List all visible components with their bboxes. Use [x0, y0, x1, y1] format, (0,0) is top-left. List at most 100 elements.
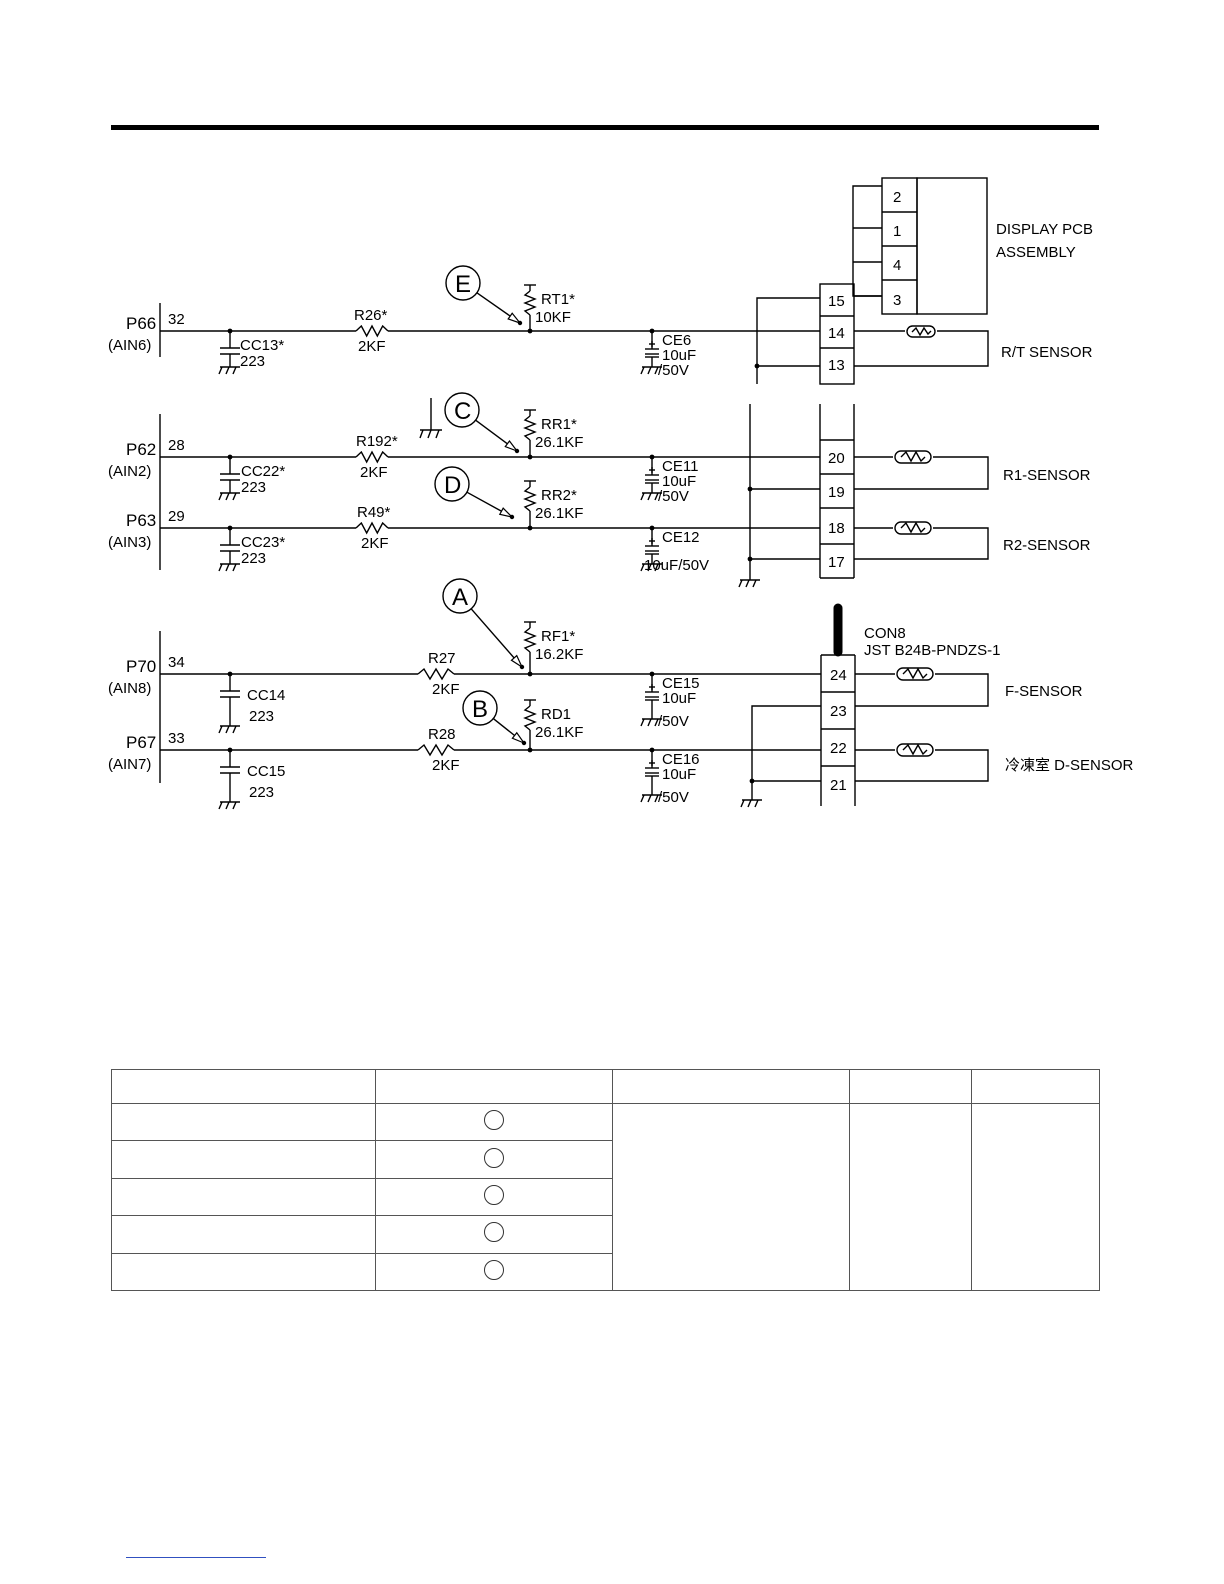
d-sensor: 冷凍室 D-SENSOR	[855, 743, 1134, 782]
table-header-cell	[375, 1069, 613, 1104]
ecap-value: 10uF	[662, 690, 696, 707]
cap-name: CC13*	[240, 337, 284, 354]
port-name: P63	[126, 511, 156, 530]
ecap-name: CE6	[662, 332, 691, 349]
table-row	[111, 1215, 1100, 1254]
channel-row: P70(AIN8)34CC14223R272KFRF1*16.2KFCE1510…	[108, 578, 821, 734]
f-sensor: F-SENSOR	[855, 667, 1083, 707]
connector-pin-label: 24	[830, 667, 847, 684]
resistor-value: 2KF	[361, 535, 389, 552]
cap-value: 223	[241, 479, 266, 496]
cap-name: CC23*	[241, 534, 285, 551]
table-header-row	[111, 1069, 1100, 1104]
table-header-cell	[971, 1069, 1100, 1104]
test-point-circle-icon	[484, 1147, 504, 1168]
port-ain: (AIN2)	[108, 463, 151, 480]
pullup-value: 10KF	[535, 309, 571, 326]
port-ain: (AIN8)	[108, 680, 151, 697]
cap-name: CC22*	[241, 463, 285, 480]
test-point-cell	[375, 1252, 613, 1292]
test-point-circle-icon	[484, 1259, 504, 1280]
table-row	[111, 1140, 1100, 1179]
table-header-cell	[849, 1069, 972, 1104]
resistor-name: R28	[428, 726, 456, 743]
sensor-label: R1-SENSOR	[1003, 467, 1091, 484]
port-pin: 32	[168, 311, 185, 328]
test-point-cell	[375, 1140, 613, 1179]
display-pcb-label: DISPLAY PCB	[996, 221, 1093, 238]
table-row	[111, 1252, 1100, 1292]
test-point-cell	[375, 1102, 613, 1142]
port-pin: 29	[168, 508, 185, 525]
pullup-name: RD1	[541, 706, 571, 723]
cap-name: CC14	[247, 687, 285, 704]
cap-name: CC15	[247, 763, 285, 780]
pullup-name: RT1*	[541, 291, 575, 308]
sensor-circuit-schematic: 2 1 4 3 DISPLAY PCB ASSEMBLY 15 14 13 R/…	[108, 177, 1134, 810]
sensor-label: F-SENSOR	[1005, 683, 1083, 700]
sensor-label: 冷凍室 D-SENSOR	[1005, 757, 1134, 774]
port-ain: (AIN3)	[108, 534, 151, 551]
row-label	[111, 1252, 376, 1292]
merged-cell	[971, 1103, 1100, 1291]
resistor-name: R27	[428, 650, 456, 667]
row-label	[111, 1140, 376, 1179]
display-pcb-assembly: 2 1 4 3 DISPLAY PCB ASSEMBLY	[852, 177, 1093, 315]
channel-row: P63(AIN3)29CC23*223R49*2KFRR2*26.1KFCE12…	[108, 466, 820, 574]
rt-sensor: R/T SENSOR	[854, 325, 1093, 367]
ecap-name: CE15	[662, 675, 700, 692]
connector-name: CON8	[864, 625, 906, 642]
test-point-d: D	[434, 466, 515, 520]
ecap-voltage: /50V	[658, 789, 689, 806]
display-pin-label: 2	[893, 189, 901, 206]
channel-row: P62(AIN2)28CC22*223R192*2KFRR1*26.1KFCE1…	[108, 392, 820, 505]
ecap-voltage: /50V	[658, 713, 689, 730]
footer-link-line	[126, 1557, 266, 1558]
data-table	[111, 1069, 1100, 1292]
connector-pin-label: 14	[828, 325, 845, 342]
pullup-name: RR1*	[541, 416, 577, 433]
channel-rows: P66(AIN6)32CC13*223R26*2KFRT1*10KFCE610u…	[108, 265, 821, 810]
display-pin-label: 3	[893, 292, 901, 309]
pullup-value: 26.1KF	[535, 434, 583, 451]
pullup-value: 16.2KF	[535, 646, 583, 663]
table-header-cell	[111, 1069, 376, 1104]
connector-pin-label: 19	[828, 484, 845, 501]
port-pin: 28	[168, 437, 185, 454]
merged-cell	[612, 1103, 850, 1291]
table-row	[111, 1177, 1100, 1217]
row-label	[111, 1102, 376, 1142]
ecap-value: 10uF	[662, 766, 696, 783]
connector-pin-label: 20	[828, 450, 845, 467]
connector-part: JST B24B-PNDZS-1	[864, 642, 1000, 659]
port-ain: (AIN7)	[108, 756, 151, 773]
ecap-value: 10uF/50V	[644, 557, 709, 574]
test-point-circle-icon	[484, 1110, 504, 1131]
resistor-value: 2KF	[432, 681, 460, 698]
test-point-a: A	[442, 578, 525, 670]
ecap-name: CE16	[662, 751, 700, 768]
test-point-letter: E	[455, 271, 471, 298]
r1-sensor: R1-SENSOR	[854, 450, 1091, 490]
test-point-cell	[375, 1177, 613, 1217]
test-point-letter: C	[454, 398, 471, 425]
channel-row: P66(AIN6)32CC13*223R26*2KFRT1*10KFCE610u…	[108, 265, 820, 379]
connector-pin-label: 18	[828, 520, 845, 537]
row-label	[111, 1215, 376, 1254]
port-name: P67	[126, 733, 156, 752]
r2-sensor: R2-SENSOR	[854, 521, 1091, 560]
table-row	[111, 1102, 1100, 1291]
display-pin-label: 4	[893, 257, 901, 274]
pullup-name: RF1*	[541, 628, 575, 645]
ground-symbol	[419, 398, 442, 439]
port-ain: (AIN6)	[108, 337, 151, 354]
connector-pin-label: 15	[828, 293, 845, 310]
port-name: P70	[126, 657, 156, 676]
connector-pin-label: 21	[830, 777, 847, 794]
port-name: P66	[126, 314, 156, 333]
connector-block-bottom: CON8 JST B24B-PNDZS-1 24 23 22 21	[740, 603, 1000, 808]
test-point-b: B	[462, 690, 527, 746]
cap-value: 223	[249, 708, 274, 725]
connector-pin-label: 22	[830, 740, 847, 757]
test-point-c: C	[444, 392, 520, 454]
